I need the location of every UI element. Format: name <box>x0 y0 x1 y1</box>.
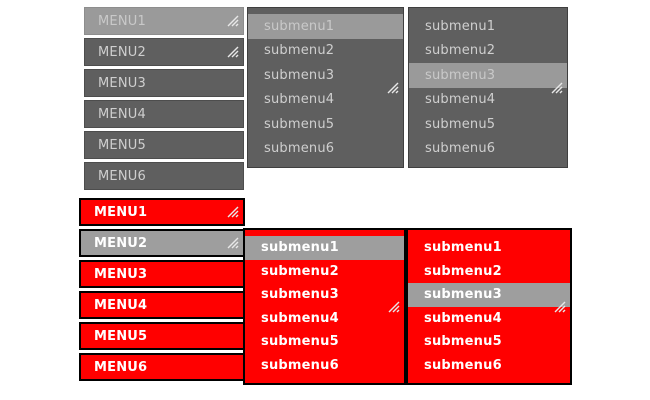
submenu-item-label: submenu1 <box>424 240 502 256</box>
submenu-item-label: submenu1 <box>261 240 339 256</box>
submenu-item-label: submenu4 <box>261 310 339 326</box>
submenu-item-3[interactable]: submenu3 <box>408 283 570 307</box>
menu-item-label: MENU4 <box>94 297 148 313</box>
submenu-item-2[interactable]: submenu2 <box>245 260 404 284</box>
menu-item-label: MENU5 <box>98 137 146 153</box>
menu-item-3[interactable]: MENU3 <box>84 69 244 97</box>
submenu-item-label: submenu6 <box>261 357 339 373</box>
submenu-item-5[interactable]: submenu5 <box>408 330 570 354</box>
submenu-item-1[interactable]: submenu1 <box>408 236 570 312</box>
menu-item-label: MENU5 <box>94 328 148 344</box>
resize-grip-icon[interactable] <box>551 82 563 94</box>
submenu-item-label: submenu2 <box>261 263 339 279</box>
menu-item-label: MENU3 <box>94 266 148 282</box>
submenu-item-label: submenu4 <box>264 92 335 108</box>
submenu-item-label: submenu4 <box>425 92 496 108</box>
resize-grip-icon[interactable] <box>227 237 239 249</box>
submenu-item-5[interactable]: submenu5 <box>248 112 403 137</box>
submenu-item-5[interactable]: submenu5 <box>245 330 404 354</box>
menu-item-4[interactable]: MENU4 <box>84 100 244 128</box>
resize-grip-icon[interactable] <box>227 206 239 218</box>
submenu-item-4[interactable]: submenu4 <box>409 88 567 113</box>
submenu-item-5[interactable]: submenu5 <box>409 112 567 137</box>
submenu-item-1[interactable]: submenu1 <box>409 14 567 93</box>
menu-item-label: MENU2 <box>98 44 146 60</box>
submenu-item-label: submenu5 <box>425 116 496 132</box>
submenu-item-6[interactable]: submenu6 <box>409 137 567 162</box>
submenu-item-label: submenu3 <box>424 287 502 303</box>
submenu-item-label: submenu3 <box>261 287 339 303</box>
menu-item-1[interactable]: MENU1 <box>79 198 245 226</box>
submenu-item-4[interactable]: submenu4 <box>248 88 403 113</box>
submenu-item-label: submenu5 <box>424 334 502 350</box>
menu-item-6[interactable]: MENU6 <box>84 162 244 190</box>
resize-grip-icon[interactable] <box>227 15 239 27</box>
submenu-item-4[interactable]: submenu4 <box>245 307 404 331</box>
submenu-item-1[interactable]: submenu1 <box>245 236 404 312</box>
submenu-item-label: submenu6 <box>425 141 496 157</box>
submenu-item-label: submenu6 <box>424 357 502 373</box>
submenu-item-label: submenu4 <box>424 310 502 326</box>
submenu-item-3[interactable]: submenu3 <box>409 63 567 88</box>
menu-item-2[interactable]: MENU2 <box>79 229 245 257</box>
submenu-item-3[interactable]: submenu3 <box>245 283 404 307</box>
gray-submenu-panel-level2: submenu1 submenu2 submenu3 submenu4 submenu5… <box>247 7 404 168</box>
submenu-item-label: submenu6 <box>264 141 335 157</box>
menu-item-label: MENU2 <box>94 235 148 251</box>
submenu-item-4[interactable]: submenu4 <box>408 307 570 331</box>
submenu-item-label: submenu5 <box>261 334 339 350</box>
submenu-item-label: submenu2 <box>264 43 335 59</box>
menu-item-label: MENU3 <box>98 75 146 91</box>
submenu-item-label: submenu5 <box>264 116 335 132</box>
resize-grip-icon[interactable] <box>387 82 399 94</box>
submenu-item-label: submenu1 <box>264 18 335 34</box>
submenu-item-label: submenu2 <box>425 43 496 59</box>
submenu-item-6[interactable]: submenu6 <box>245 354 404 378</box>
submenu-item-6[interactable]: submenu6 <box>408 354 570 378</box>
resize-grip-icon[interactable] <box>388 301 400 313</box>
red-submenu-panel-level2: submenu1 submenu2 submenu3 submenu4 submenu5… <box>243 228 406 385</box>
menu-item-label: MENU6 <box>94 359 148 375</box>
menu-item-4[interactable]: MENU4 <box>79 291 245 319</box>
menu-item-2[interactable]: MENU2 <box>84 38 244 66</box>
resize-grip-icon[interactable] <box>554 301 566 313</box>
menu-item-6[interactable]: MENU6 <box>79 353 245 381</box>
submenu-item-label: submenu3 <box>264 67 335 83</box>
submenu-item-2[interactable]: submenu2 <box>409 39 567 64</box>
menu-item-label: MENU4 <box>98 106 146 122</box>
menu-item-label: MENU6 <box>98 168 146 184</box>
submenu-item-2[interactable]: submenu2 <box>408 260 570 284</box>
menu-item-3[interactable]: MENU3 <box>79 260 245 288</box>
red-submenu-panel-level3: submenu1 submenu2 submenu3 submenu4 submenu5… <box>406 228 572 385</box>
menu-item-5[interactable]: MENU5 <box>84 131 244 159</box>
menu-item-label: MENU1 <box>94 204 148 220</box>
submenu-item-6[interactable]: submenu6 <box>248 137 403 162</box>
submenu-item-label: submenu1 <box>425 18 496 34</box>
resize-grip-icon[interactable] <box>227 46 239 58</box>
submenu-item-1[interactable]: submenu1 <box>248 14 403 93</box>
menu-item-label: MENU1 <box>98 13 146 29</box>
submenu-item-label: submenu2 <box>424 263 502 279</box>
menu-item-5[interactable]: MENU5 <box>79 322 245 350</box>
submenu-item-3[interactable]: submenu3 <box>248 63 403 88</box>
submenu-item-label: submenu3 <box>425 67 496 83</box>
gray-submenu-panel-level3: submenu1 submenu2 submenu3 submenu4 submenu5… <box>408 7 568 168</box>
submenu-item-2[interactable]: submenu2 <box>248 39 403 64</box>
menu-item-1[interactable]: MENU1 <box>84 7 244 35</box>
